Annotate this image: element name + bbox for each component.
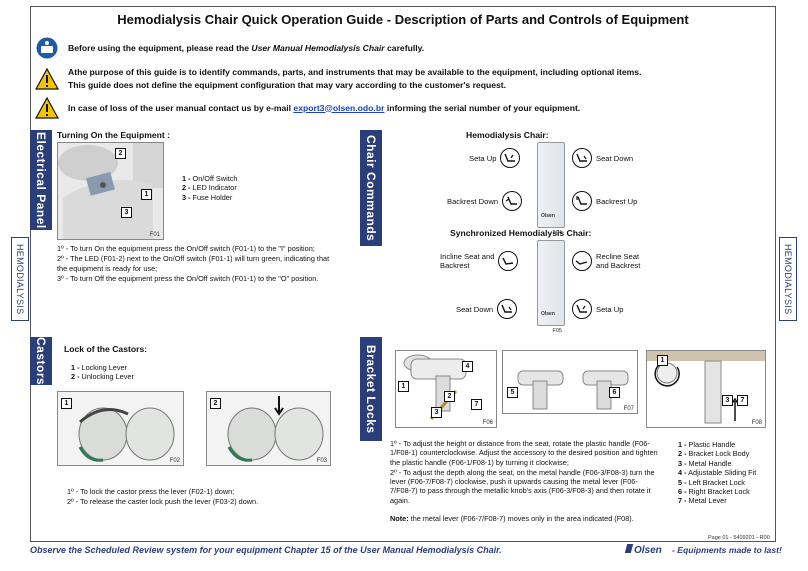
cmd-backrest-up: Backrest Up bbox=[572, 191, 641, 211]
cmd-backrest-down: Backrest Down bbox=[443, 191, 523, 211]
footer-notice: Observe the Scheduled Review system for … bbox=[30, 545, 502, 555]
seat-up-icon bbox=[572, 299, 592, 319]
backrest-down-icon bbox=[502, 191, 523, 211]
bracket-legend: 1 - Plastic Handle 2 - Bracket Lock Body… bbox=[678, 440, 757, 506]
warning-icon bbox=[34, 67, 60, 91]
footer-tagline: - Equipments made to last! bbox=[672, 545, 782, 555]
bracket-lock-photo-f08: 1 3 7 F08 bbox=[646, 350, 766, 428]
electrical-steps: 1º - To turn On the equipment press the … bbox=[57, 244, 330, 283]
recline-icon bbox=[572, 251, 592, 271]
bracket-note: Note: the metal lever (F06-7/F08-7) move… bbox=[390, 514, 634, 523]
castors-steps: 1º - To lock the castor press the lever … bbox=[67, 487, 259, 507]
cmd-seat-down: Seat Down bbox=[572, 148, 637, 168]
tab-castors: Castors bbox=[30, 337, 52, 385]
notice-read-manual: Before using the equipment, please read … bbox=[34, 36, 424, 60]
electrical-heading: Turning On the Equipment : bbox=[57, 130, 170, 140]
incline-icon bbox=[498, 251, 519, 271]
chair-control-panel: Olsen F04 bbox=[537, 142, 565, 236]
page-frame bbox=[30, 6, 776, 542]
bracket-lock-photo-f06: 1 4 2 3 7 F06 bbox=[395, 350, 497, 428]
warning-icon bbox=[34, 96, 60, 120]
bracket-steps: 1º - To adjust the height or distance fr… bbox=[390, 439, 658, 505]
electrical-legend: 1 - On/Off Switch 2 - LED Indicator 3 - … bbox=[182, 174, 238, 202]
electrical-panel-photo: 2 1 3 F01 bbox=[57, 142, 164, 240]
seat-up-icon bbox=[500, 148, 521, 168]
backrest-up-icon bbox=[572, 191, 592, 211]
tab-chair-commands: Chair Commands bbox=[360, 130, 382, 246]
bracket-lock-photo-f07: 5 6 F07 bbox=[502, 350, 638, 414]
castor-unlock-photo: 2 F03 bbox=[206, 391, 331, 466]
seat-down-icon bbox=[572, 148, 592, 168]
manual-icon bbox=[34, 36, 60, 60]
tab-bracket-locks: Bracket Locks bbox=[360, 337, 382, 441]
page-title: Hemodialysis Chair Quick Operation Guide… bbox=[117, 12, 689, 27]
sync-chair-control-panel: Olsen F05 bbox=[537, 240, 565, 334]
chair-heading: Hemodialysis Chair: bbox=[466, 130, 549, 140]
email-link[interactable]: export3@olsen.odo.br bbox=[293, 102, 385, 113]
olsen-logo: Olsen bbox=[624, 544, 662, 556]
cmd-seat-up: Seta Up bbox=[465, 148, 521, 168]
castors-legend: 1 - Locking Lever 2 - Unlocking Lever bbox=[71, 363, 134, 382]
notice-contact: In case of loss of the user manual conta… bbox=[34, 96, 580, 120]
seat-down-icon bbox=[497, 299, 518, 319]
notice-purpose: Athe purpose of this guide is to identif… bbox=[34, 66, 641, 92]
castor-lock-photo: 1 F02 bbox=[57, 391, 184, 466]
page-reference: Page 01 - 5409201 - R00 bbox=[708, 535, 770, 541]
cmd-seat-down-sync: Seat Down bbox=[452, 299, 518, 319]
hemodialysis-side-label-right: HEMODIALYSIS bbox=[779, 237, 797, 321]
castors-heading: Lock of the Castors: bbox=[64, 344, 148, 354]
sync-chair-heading: Synchronized Hemodialysis Chair: bbox=[450, 228, 592, 238]
hemodialysis-side-label-left: HEMODIALYSIS bbox=[11, 237, 29, 321]
cmd-seat-up-sync: Seta Up bbox=[572, 299, 627, 319]
tab-electrical-panel: Electrical Panel bbox=[30, 130, 52, 230]
